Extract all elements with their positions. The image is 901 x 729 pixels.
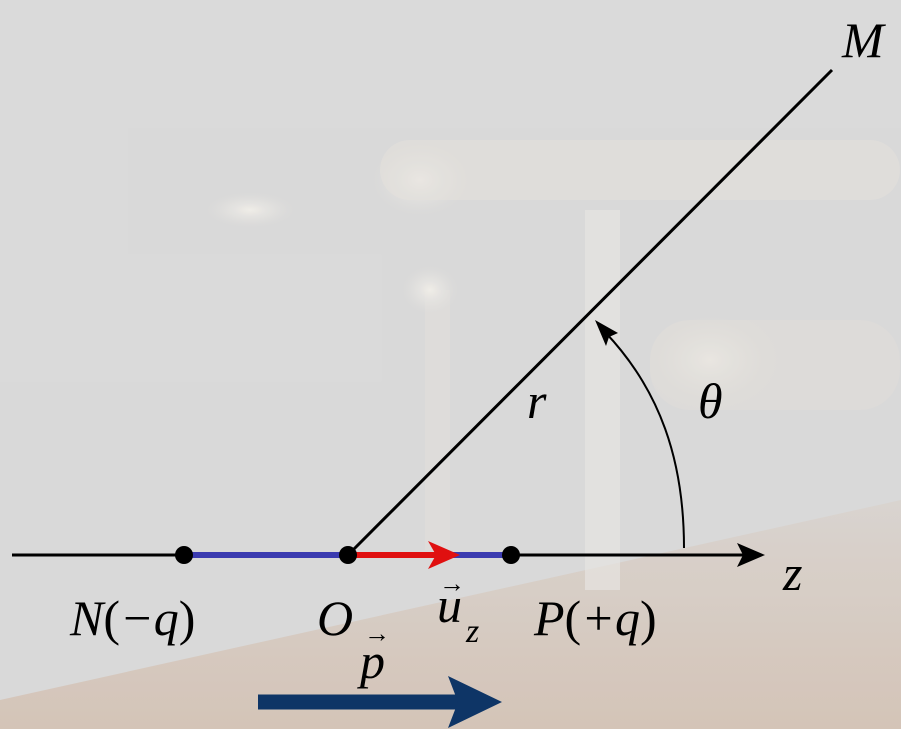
angle-arc-arrowhead [595, 320, 618, 346]
label-axis-z: z [782, 545, 802, 601]
point-n-dot [175, 546, 193, 564]
label-close-paren-n: ) [179, 590, 196, 646]
radius-line-om [346, 68, 834, 557]
point-p-dot [502, 546, 520, 564]
angle-arc [604, 331, 685, 549]
label-point-m: M [841, 12, 886, 68]
label-origin: O [317, 590, 353, 646]
unit-vector-arrowhead [428, 541, 460, 569]
label-unit-vector: u [437, 577, 462, 633]
label-point-p: P [533, 590, 565, 646]
unit-vector-arrow-glyph: → [439, 569, 465, 598]
dipole-vector-arrowhead [448, 676, 502, 728]
label-open-paren-n: ( [103, 590, 120, 646]
z-axis-arrowhead [737, 543, 765, 567]
label-close-paren-p: ) [640, 590, 657, 646]
point-o-dot [339, 546, 357, 564]
label-point-p-group: P(+q) [533, 590, 657, 646]
label-open-paren-p: ( [565, 590, 582, 646]
label-point-n: N [69, 590, 106, 646]
label-point-n-group: N(−q) [69, 590, 195, 646]
dipole-arrow-glyph: → [364, 619, 390, 648]
label-angle-theta: θ [698, 373, 723, 429]
label-charge-n: −q [120, 590, 179, 646]
label-unit-vector-sub: z [465, 613, 479, 650]
label-dipole: p [357, 633, 385, 689]
label-charge-p: +q [581, 590, 640, 646]
label-radius: r [527, 373, 547, 429]
